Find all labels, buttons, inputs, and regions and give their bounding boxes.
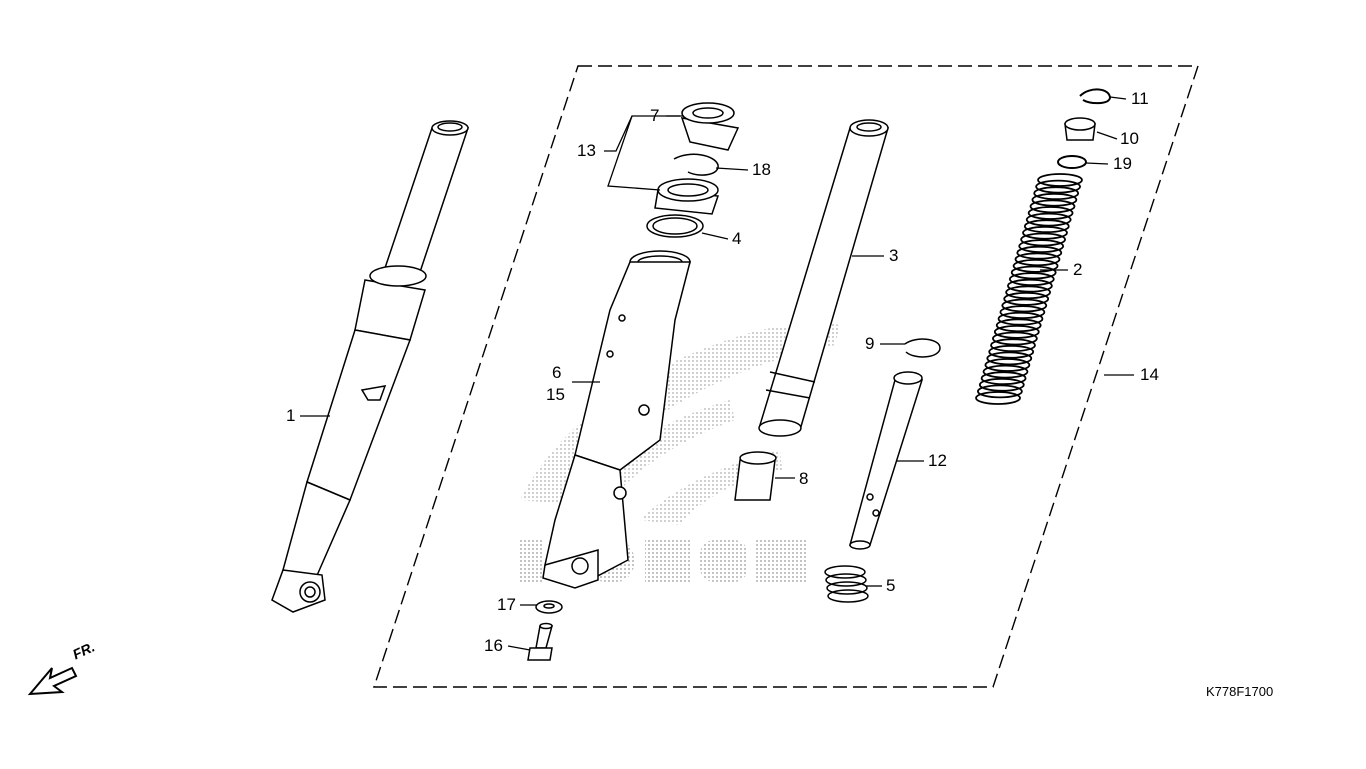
- part-16-socket-bolt: [527, 622, 553, 661]
- part-10-fork-cap: [1064, 117, 1096, 141]
- callout-5: 5: [886, 576, 896, 595]
- spring-coil: [990, 338, 1036, 353]
- spring-coil: [1022, 225, 1068, 240]
- spring-coil: [1037, 173, 1083, 187]
- callout-3: 3: [889, 246, 899, 265]
- part-2-fork-spring: [975, 173, 1083, 405]
- part-1-front-fork-assembly: [271, 120, 470, 613]
- callout-4: 4: [732, 229, 742, 248]
- part-5-rebound-spring: [824, 565, 869, 603]
- spring-coil: [1003, 291, 1050, 306]
- callout-15: 15: [546, 385, 565, 404]
- callout-11: 11: [1131, 89, 1149, 108]
- spring-coil: [995, 318, 1042, 333]
- diagram-code: K778F1700: [1206, 684, 1274, 699]
- spring-coil: [984, 358, 1031, 372]
- spring-coil: [1025, 212, 1072, 227]
- spring-coil: [1023, 219, 1070, 234]
- spring-coil: [993, 324, 1040, 339]
- part-3-fork-pipe: [758, 119, 889, 437]
- spring-coil: [1005, 285, 1051, 300]
- part-4-seal-ring: [646, 214, 704, 238]
- part-8-slide-bush: [734, 451, 777, 501]
- spring-coil: [1007, 278, 1053, 293]
- spring-coil: [1016, 245, 1063, 260]
- spring-coil: [1035, 179, 1081, 194]
- spring-coil: [999, 305, 1046, 320]
- spring-coil: [975, 391, 1021, 405]
- spring-coil: [1001, 298, 1048, 313]
- spring-coil: [1033, 186, 1080, 201]
- front-direction-arrow: [27, 666, 78, 696]
- callout-18: 18: [752, 160, 771, 179]
- spring-coil: [977, 384, 1023, 399]
- part-9-piston-ring: [904, 338, 941, 358]
- spring-coil: [1012, 258, 1059, 273]
- part-18-circlip: [673, 153, 719, 176]
- callout-16: 16: [484, 636, 503, 655]
- callout-10: 10: [1120, 129, 1139, 148]
- callout-1: 1: [286, 406, 296, 425]
- spring-coil: [1014, 252, 1061, 267]
- callout-7: 7: [650, 106, 660, 125]
- spring-coil: [1020, 232, 1066, 247]
- spring-coil: [980, 371, 1027, 386]
- callout-12: 12: [928, 451, 947, 470]
- spring-coil: [992, 331, 1038, 346]
- spring-coil: [1027, 206, 1074, 220]
- callout-14: 14: [1140, 365, 1159, 384]
- spring-coil: [1031, 192, 1078, 207]
- part-11-snap-ring: [1079, 88, 1112, 105]
- leader-lines: [300, 96, 1134, 651]
- callout-17: 17: [497, 595, 516, 614]
- spring-coil: [988, 344, 1035, 359]
- callout-8: 8: [799, 469, 809, 488]
- part-7-dust-seal: [680, 102, 740, 151]
- assembly-outline-box: [373, 65, 1199, 688]
- spring-coil: [1029, 199, 1076, 214]
- spring-coil: [978, 377, 1025, 392]
- spring-coil: [1008, 272, 1055, 287]
- callout-13: 13: [577, 141, 596, 160]
- part-6-fork-slider: [542, 250, 691, 589]
- part-17-washer: [535, 600, 563, 614]
- callout-9: 9: [865, 334, 875, 353]
- part-12-damper-rod: [849, 371, 924, 550]
- callout-2: 2: [1073, 260, 1083, 279]
- spring-coil: [986, 351, 1033, 366]
- callout-6: 6: [552, 363, 562, 382]
- spring-coil: [1018, 239, 1065, 254]
- spring-coil: [982, 364, 1029, 379]
- spring-coil: [1010, 265, 1057, 280]
- spring-coil: [997, 311, 1044, 326]
- callout-19: 19: [1113, 154, 1132, 173]
- part-19-o-ring: [1057, 155, 1087, 169]
- part-13-oil-seal: [654, 178, 720, 215]
